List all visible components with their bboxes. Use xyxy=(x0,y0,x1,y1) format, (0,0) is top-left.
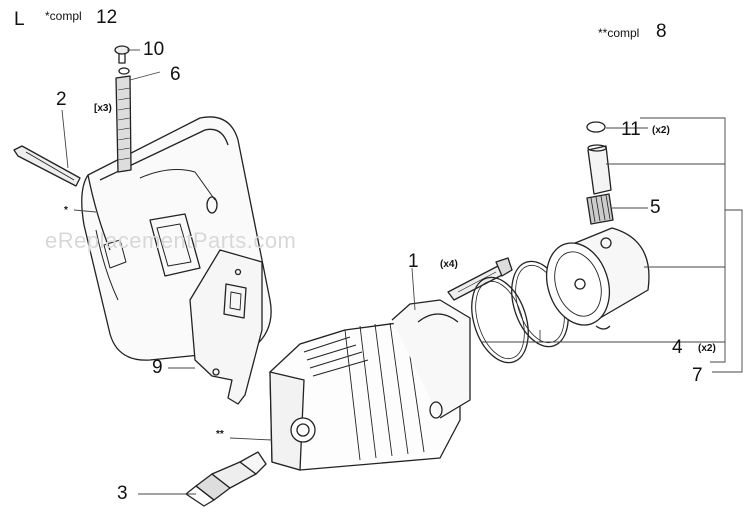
star-double: ** xyxy=(216,429,224,440)
callout-7: 7 xyxy=(692,365,703,386)
qty-6: [x3) xyxy=(94,103,112,114)
qty-4: (x2) xyxy=(698,343,716,354)
shield-screw xyxy=(114,45,130,64)
callout-4: 4 xyxy=(672,337,683,358)
leader-lines xyxy=(61,49,743,495)
needle-bearing xyxy=(586,193,614,225)
compl-single-number: 12 xyxy=(96,7,118,28)
callout-6: 6 xyxy=(170,64,181,85)
compl-double-number: 8 xyxy=(656,21,667,42)
callout-1: 1 xyxy=(408,251,419,272)
qty-11: (x2) xyxy=(652,125,670,136)
callout-9: 9 xyxy=(152,357,163,378)
heat-shield xyxy=(115,67,132,173)
muffler-screw xyxy=(13,145,81,187)
qty-1: (x4) xyxy=(440,259,458,270)
callout-5: 5 xyxy=(650,197,661,218)
compl-single-label: *compl xyxy=(45,9,82,23)
spark-plug xyxy=(185,451,267,507)
circlip xyxy=(586,121,606,133)
callout-10: 10 xyxy=(143,39,165,60)
callout-2: 2 xyxy=(56,89,67,110)
callout-11: 11 xyxy=(621,119,641,140)
page-letter: L xyxy=(14,9,25,30)
cylinder-bolt xyxy=(447,257,513,301)
muffler-gasket xyxy=(189,249,263,405)
star-single: * xyxy=(64,205,68,216)
piston xyxy=(546,227,650,330)
piston-pin xyxy=(587,144,612,195)
compl-double-label: **compl xyxy=(598,26,640,40)
callout-3: 3 xyxy=(117,483,128,504)
cylinder xyxy=(269,299,471,471)
watermark: eReplacementParts.com xyxy=(45,228,297,253)
